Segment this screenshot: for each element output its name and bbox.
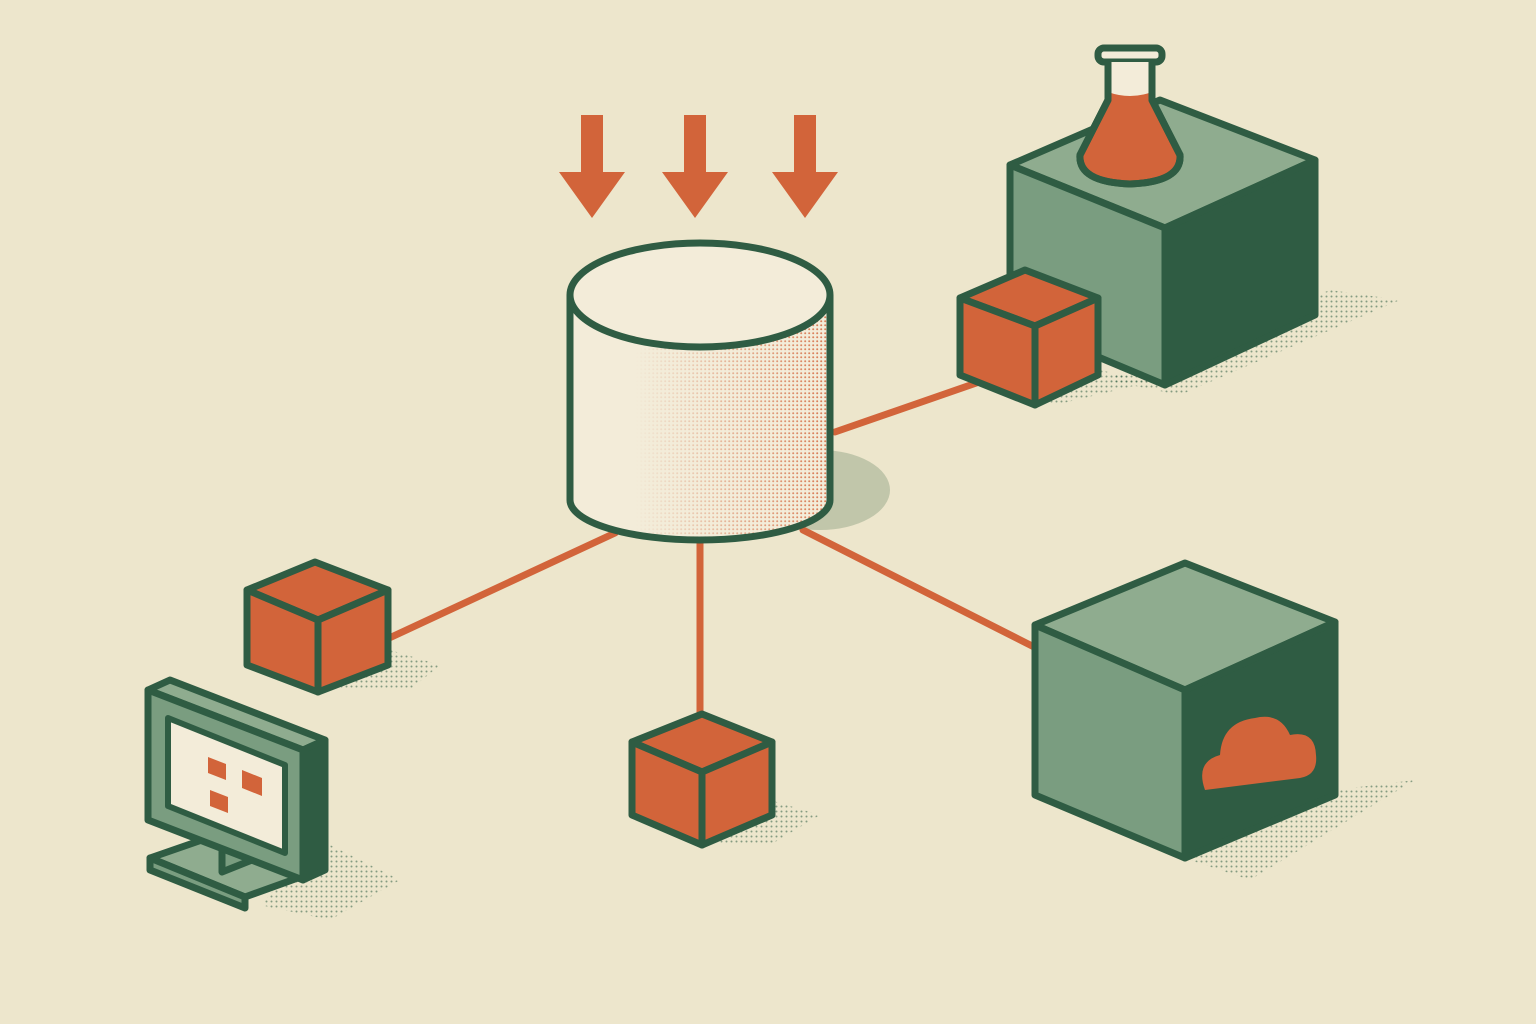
input-arrows [559,115,838,218]
arrow-down-icon [559,115,625,218]
computer-monitor-icon[interactable] [144,676,329,912]
lab-flask-server-icon[interactable] [1006,44,1319,389]
package-cube-icon[interactable] [243,558,392,696]
monitor-shadow [260,840,400,920]
database-cylinder-icon[interactable] [566,239,834,544]
cloud-server-icon[interactable] [1031,559,1339,862]
cloud-icon [1202,716,1317,790]
arrow-down-icon [772,115,838,218]
cloud-server-shadow [1190,780,1415,880]
line-to-left-cube [381,529,619,644]
package-cube-icon[interactable] [628,710,776,849]
flask-icon [1076,44,1184,188]
arrow-down-icon [662,115,728,218]
package-cube-icon[interactable] [956,266,1102,409]
line-to-cloud-server [799,526,1044,654]
connector-lines [381,376,1044,732]
app-tiles-icon [208,757,262,813]
line-to-lab-server [831,376,989,436]
